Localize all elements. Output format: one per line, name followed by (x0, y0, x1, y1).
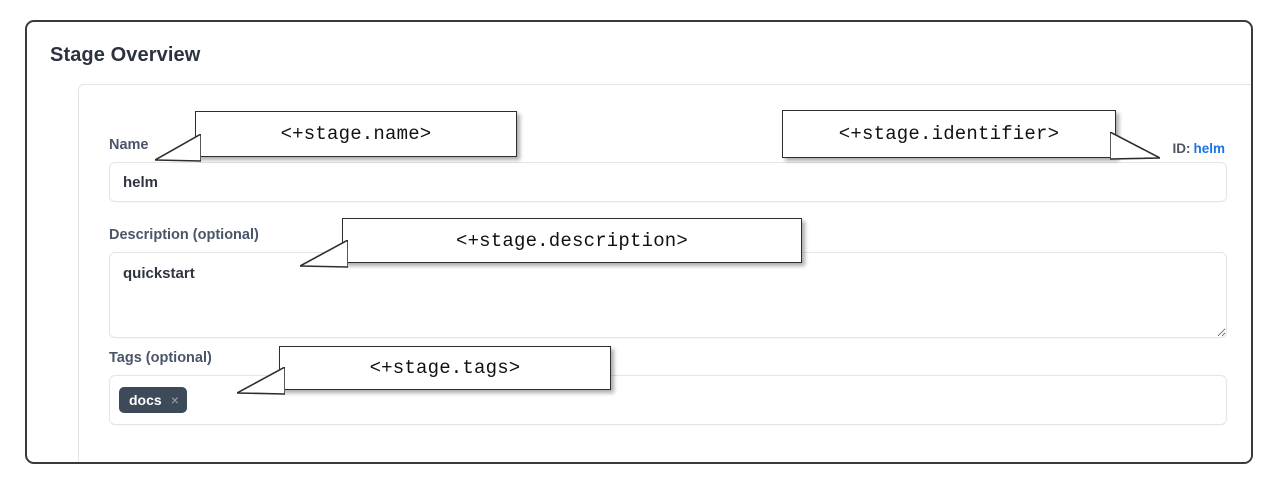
annotation-callout-stage-name: <+stage.name> (195, 111, 517, 157)
tag-chip[interactable]: docs × (119, 387, 187, 413)
description-label: Description (optional) (109, 227, 259, 243)
name-input[interactable] (109, 162, 1227, 202)
stage-identifier-value-link[interactable]: helm (1193, 141, 1225, 156)
tags-input[interactable]: docs × (109, 375, 1227, 425)
name-label: Name (109, 137, 149, 153)
tags-field-group: Tags (optional) docs × (109, 350, 1227, 425)
description-textarea[interactable] (109, 252, 1227, 338)
annotation-callout-stage-tags: <+stage.tags> (279, 346, 611, 390)
description-field-group: Description (optional) (109, 227, 1227, 343)
stage-identifier-label: ID: (1172, 141, 1191, 156)
tag-remove-icon[interactable]: × (170, 392, 179, 408)
name-field-group: Name (109, 137, 1227, 202)
screenshot-frame: Stage Overview ID:helm Name Description … (25, 20, 1253, 464)
annotation-callout-stage-identifier: <+stage.identifier> (782, 110, 1116, 158)
annotation-callout-stage-description: <+stage.description> (342, 218, 802, 263)
tag-chip-label: docs (129, 392, 162, 408)
tags-label: Tags (optional) (109, 350, 212, 366)
page-title: Stage Overview (50, 44, 201, 66)
stage-identifier: ID:helm (1172, 141, 1225, 156)
